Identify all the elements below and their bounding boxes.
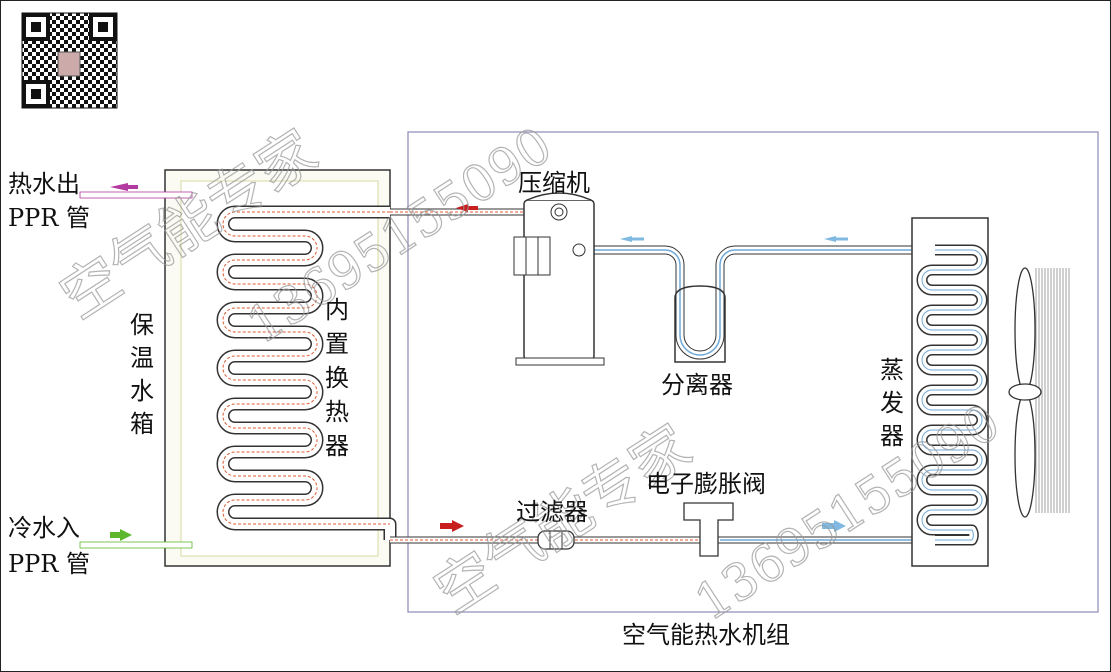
water-pipes [79,191,193,549]
label-coil-char: 器 [325,432,349,460]
label-cold-pipe: PPR 管 [8,550,90,578]
label-tank-char: 温 [130,344,154,372]
arrow-to-evaporator [822,520,846,532]
compressor-body [513,192,605,366]
arrow-hot-out [110,183,138,191]
label-cold-water-in: 冷水入 [8,514,80,542]
label-tank-char: 水 [130,377,154,405]
label-compressor: 压缩机 [518,169,590,197]
label-unit-title: 空气能热水机组 [622,621,790,649]
separator-body [674,285,726,363]
label-evaporator-char: 蒸 [880,356,904,384]
arrow-cold-in [110,529,132,541]
qr-code-icon [21,12,118,109]
label-coil-char: 内 [325,296,349,324]
arrow-suction-2 [824,236,848,242]
evaporator-body [911,217,989,567]
label-tank-char: 保 [130,311,154,339]
label-evaporator: 蒸 发 器 [880,356,904,450]
label-evaporator-char: 发 [880,389,904,417]
arrow-hot-refrigerant [456,204,478,212]
label-filter: 过滤器 [516,498,588,526]
tank-coil [216,205,397,540]
filter-body [537,530,575,550]
label-coil-char: 换 [325,364,349,392]
flow-arrows [110,183,848,541]
label-coil-char: 置 [325,330,349,358]
label-hot-pipe: PPR 管 [8,204,90,232]
expansion-valve-body [683,502,734,557]
unit-border [407,131,1099,613]
label-separator: 分离器 [661,371,733,399]
label-tank: 保 温 水 箱 [130,311,154,438]
label-tank-char: 箱 [130,410,154,438]
arrow-suction-1 [620,236,644,242]
label-coil: 内 置 换 热 器 [325,296,349,460]
label-coil-char: 热 [325,398,349,426]
label-hot-water-out: 热水出 [8,170,80,198]
label-expansion-valve: 电子膨胀阀 [646,470,766,498]
fan-icon [1008,267,1071,518]
arrow-liquid [440,520,464,532]
label-evaporator-char: 器 [880,422,904,450]
suction-line [585,245,935,360]
